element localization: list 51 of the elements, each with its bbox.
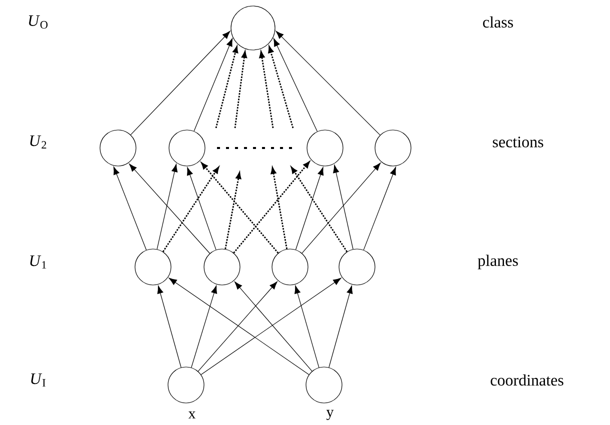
arrow [295, 167, 324, 250]
arrow [234, 282, 312, 372]
arrow [113, 166, 147, 250]
layer-label: U$_{2}$ [30, 135, 46, 149]
arrow [194, 38, 233, 132]
neuron-circle [272, 248, 308, 286]
arrow [276, 30, 380, 136]
arrow [168, 278, 310, 375]
arrow [328, 286, 353, 368]
arrow [234, 51, 248, 128]
arrow [156, 164, 178, 250]
arrow [233, 161, 310, 254]
layer-label: coordinates [490, 374, 564, 386]
arrow [224, 172, 242, 250]
arrow [157, 286, 182, 368]
neuron-circle [306, 366, 342, 404]
neuron-circle [100, 130, 136, 166]
arrow [162, 166, 220, 252]
arrow [270, 167, 288, 250]
arrow [363, 166, 396, 250]
neuron-circle [168, 366, 204, 404]
arrow [290, 166, 348, 252]
input-label: y [326, 410, 334, 420]
input-label: x [188, 412, 196, 418]
arrow [186, 167, 216, 250]
layer-label: U$_{1}$ [30, 255, 46, 269]
arrow [294, 286, 320, 368]
layer-label: class [483, 16, 513, 28]
arrow [259, 51, 274, 128]
arrow [200, 278, 342, 375]
neuron-circle [168, 130, 206, 166]
arrow [129, 164, 210, 254]
layer-label: U$_{O}$ [28, 15, 48, 29]
neuron-circle [374, 130, 412, 166]
arrow [333, 164, 354, 250]
layer-label: U$_{I}$ [31, 373, 46, 387]
neuron-circle [230, 6, 276, 50]
arrow [198, 281, 278, 372]
arrow [215, 46, 238, 128]
arrow [268, 46, 294, 128]
neuron-circle [204, 248, 240, 286]
arrow [130, 30, 230, 136]
arrow [201, 162, 279, 254]
arrow [273, 38, 318, 132]
arrow [191, 285, 218, 368]
arrow [302, 162, 381, 254]
layer-label: planes [478, 254, 518, 270]
neuron-circle [134, 248, 172, 286]
neuron-circle [306, 130, 344, 166]
layer-label: sections [492, 136, 544, 148]
neuron-circle [338, 248, 376, 286]
